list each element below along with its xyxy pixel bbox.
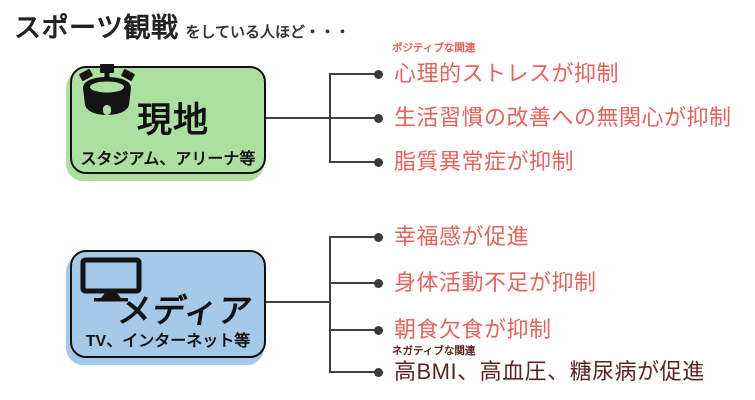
onsite-stem-line [266, 117, 375, 119]
positive-association-label: ポジティブな関連 [392, 42, 476, 54]
media-stem-line [266, 301, 331, 303]
title-suffix: をしている人ほど・・・ [185, 24, 351, 41]
bullet-dot [374, 233, 383, 242]
bullet-dot [374, 368, 383, 377]
bullet-dot [374, 114, 383, 123]
media-branch-vline [329, 236, 331, 373]
outcome-item: 幸福感が促進 [394, 224, 530, 249]
negative-association-label: ネガティブな関連 [392, 345, 476, 357]
outcome-item: 高BMI、高血圧、糖尿病が促進 [394, 359, 705, 384]
page-title: スポーツ観戦 をしている人ほど・・・ [14, 6, 350, 45]
stadium-icon [76, 64, 138, 120]
onsite-branch-vline [329, 73, 331, 163]
media-sublabel: TV、インターネット等 [85, 333, 251, 350]
tv-icon [80, 257, 144, 303]
bullet-dot [374, 70, 383, 79]
bullet-dot [374, 326, 383, 335]
onsite-sublabel: スタジアム、アリーナ等 [80, 151, 256, 168]
onsite-category-box: 現地 スタジアム、アリーナ等 [70, 64, 266, 174]
title-main: スポーツ観戦 [14, 13, 179, 43]
outcome-item: 脂質異常症が抑制 [394, 149, 575, 174]
onsite-branch-line-3 [329, 161, 375, 163]
media-label: メディア [115, 292, 256, 329]
outcome-item: 心理的ストレスが抑制 [394, 61, 620, 86]
outcome-item: 朝食欠食が抑制 [394, 317, 552, 342]
media-branch-line-2 [329, 282, 375, 284]
bullet-dot [374, 279, 383, 288]
outcome-item: 身体活動不足が抑制 [394, 270, 597, 295]
media-branch-line-4 [329, 371, 375, 373]
onsite-branch-line-1 [329, 73, 375, 75]
onsite-label: 現地 [136, 101, 209, 140]
media-category-box: メディア TV、インターネット等 [70, 250, 266, 358]
media-branch-line-3 [329, 329, 375, 331]
media-branch-line-1 [329, 236, 375, 238]
bullet-dot [374, 158, 383, 167]
outcome-item: 生活習慣の改善への無関心が抑制 [394, 105, 732, 130]
